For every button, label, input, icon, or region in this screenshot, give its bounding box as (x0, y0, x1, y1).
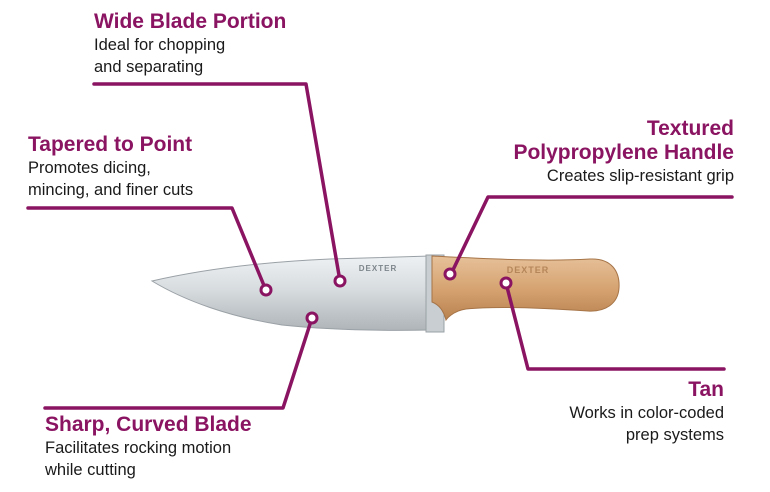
callout-desc-line: Ideal for chopping (94, 36, 226, 54)
callout-handle: Textured Polypropylene Handle Creates sl… (513, 117, 734, 187)
callout-desc-line: while cutting (45, 461, 136, 479)
marker-sharp (305, 311, 319, 325)
callout-title: Wide Blade Portion (94, 10, 287, 33)
leader-line-handle (450, 195, 734, 274)
callout-desc-line: Promotes dicing, (28, 159, 151, 177)
callout-desc-line: Facilitates rocking motion (45, 439, 232, 457)
callout-title: Polypropylene Handle (513, 141, 734, 164)
callout-desc-line: and separating (94, 58, 204, 76)
callout-title: Textured (646, 117, 734, 140)
marker-handle (443, 267, 457, 281)
callout-sharp: Sharp, Curved Blade Facilitates rocking … (45, 413, 252, 481)
leader-line-tapered (26, 206, 267, 290)
marker-wide-blade (333, 274, 347, 288)
callout-tapered: Tapered to Point Promotes dicing, mincin… (28, 133, 193, 201)
callout-tan: Tan Works in color-coded prep systems (569, 378, 724, 446)
marker-tan (499, 276, 513, 290)
callout-title: Tapered to Point (28, 133, 193, 156)
leader-line-tan (504, 281, 726, 371)
knife-blade (150, 255, 431, 331)
leader-line-wide-blade (92, 82, 342, 283)
callout-wide-blade: Wide Blade Portion Ideal for chopping an… (94, 10, 286, 78)
callout-title: Tan (688, 378, 724, 401)
knife-handle (431, 255, 620, 322)
leader-line-sharp (43, 316, 314, 410)
handle-logo: DEXTER (507, 265, 550, 275)
callout-desc-line: prep systems (625, 426, 724, 444)
callout-title: Sharp, Curved Blade (45, 413, 252, 436)
marker-tapered (259, 283, 273, 297)
blade-logo: DEXTER (359, 264, 397, 273)
callout-desc-line: Works in color-coded (569, 404, 724, 422)
callout-desc-line: mincing, and finer cuts (28, 181, 194, 199)
callout-desc-line: Creates slip-resistant grip (546, 167, 734, 185)
